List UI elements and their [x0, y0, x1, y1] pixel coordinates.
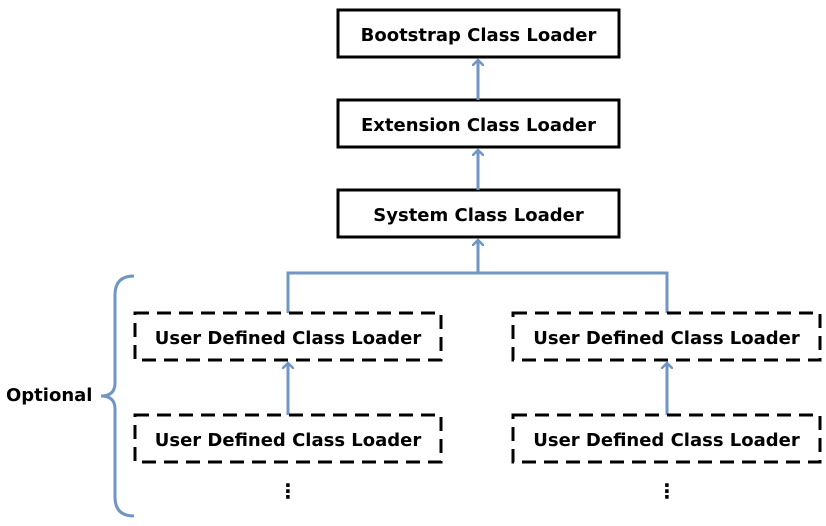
branch-connector — [286, 271, 669, 313]
bootstrap-class-loader-box: Bootstrap Class Loader — [336, 8, 621, 59]
user-defined-class-loader-label: User Defined Class Loader — [155, 328, 422, 349]
extension-class-loader-label: Extension Class Loader — [361, 115, 596, 136]
ellipsis-left: ⋮ — [278, 479, 298, 503]
ellipsis-right: ⋮ — [657, 479, 677, 503]
user-defined-class-loader-label: User Defined Class Loader — [533, 430, 800, 451]
user-defined-class-loader-left-2: User Defined Class Loader — [133, 413, 443, 464]
user-defined-class-loader-left-1: User Defined Class Loader — [133, 311, 443, 362]
extension-class-loader-box: Extension Class Loader — [336, 98, 621, 149]
system-class-loader-box: System Class Loader — [336, 188, 621, 239]
user-defined-class-loader-label: User Defined Class Loader — [533, 328, 800, 349]
user-defined-class-loader-right-2: User Defined Class Loader — [511, 413, 822, 464]
user-defined-class-loader-label: User Defined Class Loader — [155, 430, 422, 451]
system-class-loader-label: System Class Loader — [373, 205, 584, 226]
user-defined-class-loader-right-1: User Defined Class Loader — [511, 311, 822, 362]
optional-label: Optional — [6, 385, 92, 406]
bootstrap-class-loader-label: Bootstrap Class Loader — [361, 25, 597, 46]
optional-curly-brace — [100, 274, 135, 518]
